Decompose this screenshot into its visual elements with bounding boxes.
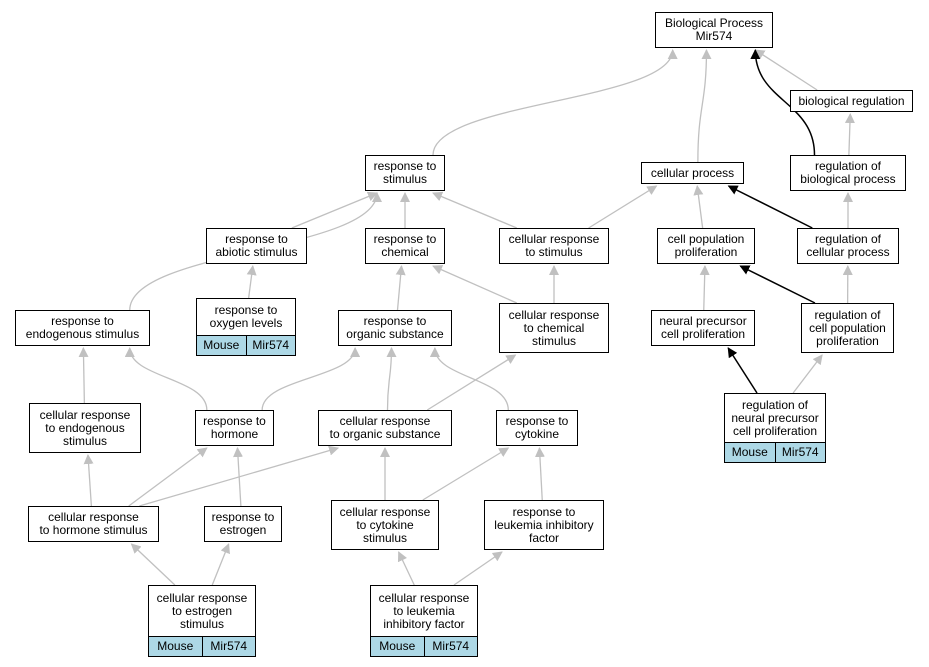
edge-rbp-to-bp [750, 49, 816, 156]
node-rtas: response to abiotic stimulus [206, 228, 307, 264]
node-crts: cellular response to stimulus [499, 228, 609, 264]
node-label: response to organic substance [346, 314, 444, 341]
node-label: neural precursor cell proliferation [659, 314, 747, 341]
edge-crts-to-cp [588, 185, 658, 229]
edge-crtest-to-rtest [211, 543, 230, 586]
node-rtlif: response to leukemia inhibitory factor [484, 500, 604, 550]
edge-rts-to-bp [432, 49, 678, 156]
node-tag: Mir574 [245, 336, 295, 355]
node-label: response to oxygen levels [209, 303, 283, 330]
node-rtcy: response to cytokine [496, 410, 578, 446]
node-label: cell population proliferation [667, 232, 745, 259]
edge-crths-to-rth [128, 447, 208, 507]
node-label: response to endogenous stimulus [25, 314, 140, 341]
edge-crtes-to-rtes [78, 347, 89, 404]
node-label: response to hormone [203, 414, 266, 441]
node-rth: response to hormone [195, 410, 274, 446]
node-crtcys: cellular response to cytokine stimulus [331, 500, 439, 550]
node-tag: Mouse [197, 336, 246, 355]
node-crtlif: cellular response to leukemia inhibitory… [370, 585, 478, 657]
edge-rtol-to-rtas [246, 265, 257, 299]
node-crtes: cellular response to endogenous stimulus [29, 403, 141, 453]
edge-npcp-to-cpp [699, 265, 710, 311]
edge-rcp-to-cp [727, 185, 813, 229]
edge-cpp-to-cp [693, 185, 704, 229]
node-cp: cellular process [641, 162, 744, 184]
node-rtes: response to endogenous stimulus [15, 310, 150, 346]
node-tag: Mir574 [201, 637, 255, 656]
node-label: regulation of neural precursor cell prol… [731, 397, 819, 438]
node-label: regulation of biological process [800, 159, 896, 186]
node-breg: biological regulation [790, 90, 913, 112]
node-label: cellular response to endogenous stimulus [39, 407, 131, 448]
node-label: response to leukemia inhibitory factor [494, 504, 594, 545]
node-rbp: regulation of biological process [790, 155, 906, 191]
edge-rnpcp-to-rcpp [792, 354, 823, 394]
edge-rtos-to-rtc [395, 265, 406, 311]
edge-crtest-to-crths [130, 543, 176, 586]
node-label: response to abiotic stimulus [215, 232, 298, 259]
edge-rtas-to-rts [291, 191, 378, 229]
edge-crths-to-crtes [83, 454, 94, 507]
node-rcpp: regulation of cell population proliferat… [801, 303, 894, 353]
node-crtcs: cellular response to chemical stimulus [499, 303, 609, 353]
node-crths: cellular response to hormone stimulus [28, 506, 159, 542]
edge-crts-to-rts [432, 191, 518, 229]
edge-rth-to-rtos [261, 347, 361, 411]
node-bp: Biological Process Mir574 [655, 12, 773, 48]
node-label: cellular response to organic substance [329, 414, 441, 441]
node-label: response to stimulus [373, 159, 437, 186]
edge-rnpcp-to-npcp [727, 347, 758, 394]
edge-cp-to-bp [697, 49, 712, 163]
node-npcp: neural precursor cell proliferation [651, 310, 755, 346]
node-label: cellular response to estrogen stimulus [156, 590, 248, 631]
node-rtest: response to estrogen [204, 506, 282, 542]
node-label: cellular response to stimulus [508, 232, 600, 259]
node-tag: Mouse [725, 443, 775, 462]
node-label: cellular response to cytokine stimulus [339, 504, 431, 545]
node-label: Biological Process Mir574 [664, 16, 764, 43]
node-tag: Mir574 [423, 637, 477, 656]
node-rnpcp: regulation of neural precursor cell prol… [724, 393, 826, 463]
node-label: response to chemical [373, 232, 437, 259]
edge-rtlif-to-rtcy [534, 447, 545, 501]
node-rts: response to stimulus [365, 155, 445, 191]
node-label: response to cytokine [505, 414, 569, 441]
node-label: biological regulation [798, 93, 905, 108]
node-label: regulation of cellular process [806, 232, 890, 259]
edge-rbp-to-breg [844, 113, 855, 156]
edge-rtcy-to-rtos [429, 347, 509, 411]
node-tag: Mouse [371, 637, 424, 656]
node-rcp: regulation of cellular process [797, 228, 899, 264]
node-cpp: cell population proliferation [657, 228, 755, 264]
node-label: cellular process [650, 165, 735, 180]
edge-crtcs-to-rtc [432, 265, 518, 304]
edge-crtlif-to-crtcys [397, 551, 415, 586]
edge-crtos-to-rtos [386, 347, 397, 411]
edge-rth-to-rtes [124, 347, 208, 411]
node-label: regulation of cell population proliferat… [809, 307, 886, 348]
node-rtc: response to chemical [365, 228, 445, 264]
node-rtos: response to organic substance [338, 310, 452, 346]
edge-crtcys-to-rtcy [422, 447, 510, 501]
edge-crtos-to-crtcs [426, 354, 517, 411]
node-crtos: cellular response to organic substance [318, 410, 452, 446]
node-label: cellular response to leukemia inhibitory… [378, 590, 470, 631]
node-label: cellular response to hormone stimulus [39, 510, 148, 537]
edge-crtlif-to-rtlif [453, 551, 503, 586]
edge-rcpp-to-cpp [739, 265, 816, 304]
edge-rtest-to-rth [233, 447, 243, 507]
node-label: response to estrogen [211, 510, 275, 537]
node-tag: Mir574 [774, 443, 825, 462]
edge-breg-to-bp [754, 49, 818, 91]
node-label: cellular response to chemical stimulus [508, 307, 600, 348]
node-tag: Mouse [149, 637, 202, 656]
